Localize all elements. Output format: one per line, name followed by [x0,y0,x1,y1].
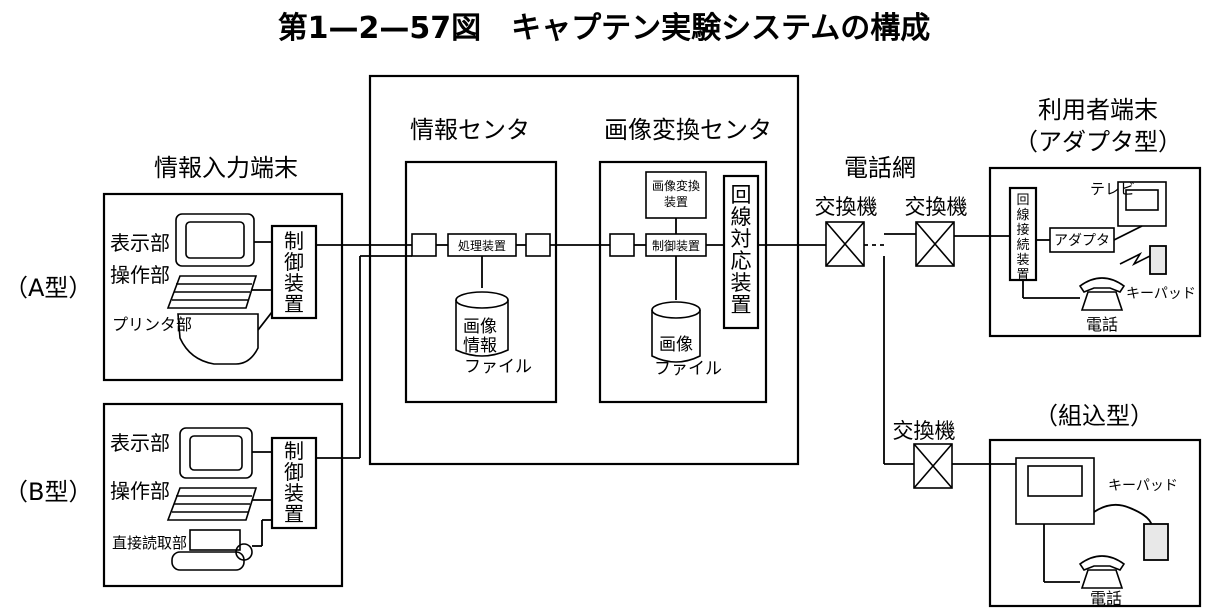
user-builtin-heading: （組込型） [1034,402,1154,430]
terminal-b-keyboard-icon [166,487,258,521]
user-adapter-heading-2: （アダプタ型） [1014,128,1182,156]
diagram-title: 第1—2—57図 キャプテン実験システムの構成 [278,11,931,46]
info-storage-cylinder [455,291,509,357]
terminal-a-controller-label: 制御装置 [284,229,304,316]
adapter-keypad-label: キーパッド [1126,286,1196,302]
builtin-phone-label: 電話 [1090,589,1122,608]
switch-2-symbol [915,221,955,267]
terminal-b-reader-icon [171,529,253,571]
info-file-label: ファイル [464,357,532,377]
terminal-b-controller-label: 制御装置 [284,439,304,526]
image-storage-label: 画像 [659,335,693,355]
builtin-phone-icon [1078,555,1126,589]
info-port-left [411,233,437,257]
terminal-a-box [102,192,344,382]
network-heading: 電話網 [844,154,916,182]
adapter-phone-icon [1078,277,1126,311]
info-storage-label: 画像情報 [463,317,497,356]
tv-label: テレビ [1090,180,1135,198]
adapter-keypad-icon [1149,245,1167,275]
adapter-label: アダプタ [1054,233,1110,249]
line-connector-label: 回線接続装置 [1016,193,1029,283]
info-center-heading: 情報センタ [410,116,530,144]
terminal-a-display-label: 表示部 [110,231,170,255]
terminal-a-controller-box [270,224,318,320]
switch-3-label: 交換機 [893,419,956,443]
terminal-a-printer-icon [177,313,259,365]
info-center-box [404,160,558,404]
image-file-label: ファイル [654,359,722,379]
switch-3-symbol [913,443,953,489]
builtin-tv-icon [1015,457,1095,525]
type-b-label: （B型） [4,478,92,506]
builtin-keypad-label: キーパッド [1108,478,1178,494]
image-converter-label: 画像変換装置 [652,178,700,209]
line-unit-box [722,174,760,330]
terminal-b-reader-label: 直接読取部 [112,534,187,552]
info-processor-label: 処理装置 [458,239,506,253]
switch-2-label: 交換機 [905,195,968,219]
terminal-b-display-label: 表示部 [110,431,170,455]
builtin-keypad-icon [1143,523,1169,561]
image-control-label: 制御装置 [652,238,700,253]
terminal-b-operation-label: 操作部 [110,479,170,503]
terminal-b-controller-box [270,436,318,530]
image-storage-cylinder [651,301,701,363]
terminal-a-keyboard-icon [166,275,258,309]
center-outer-box [368,74,800,466]
info-port-right [525,233,551,257]
adapter-phone-label: 電話 [1086,315,1118,334]
line-unit-label: 回線対応装置 [731,183,752,317]
terminal-b-box [102,402,344,588]
terminal-b-monitor-icon [179,427,253,479]
user-adapter-heading-1: 利用者端末 [1038,96,1158,124]
terminal-a-monitor-icon [175,213,255,267]
image-port-left [609,233,635,257]
terminal-a-printer-label: プリンタ部 [112,315,192,334]
switch-1-symbol [825,221,865,267]
input-terminal-heading: 情報入力端末 [154,154,298,182]
image-center-heading: 画像変換センタ [604,116,772,144]
terminal-a-operation-label: 操作部 [110,263,170,287]
user-builtin-box [988,438,1202,608]
image-center-box [598,160,768,404]
user-adapter-box [988,166,1202,338]
switch-1-label: 交換機 [815,195,878,219]
type-a-label: （A型） [4,274,92,302]
